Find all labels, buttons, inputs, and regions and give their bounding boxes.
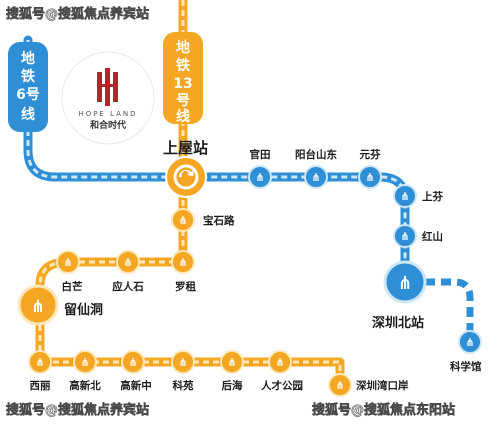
label-shenzhenbei: 深圳北站	[372, 315, 424, 331]
label-gaoxinzhong: 高新中	[120, 379, 152, 392]
watermark-bottom-left: 搜狐号@搜狐焦点养宾站	[6, 402, 149, 418]
station-shenzhenbei-marker[interactable]: ⋔	[383, 260, 427, 304]
station-gaoxinzhong-marker[interactable]	[121, 350, 145, 374]
svg-text:⋔: ⋔	[35, 356, 44, 369]
label-yangtai: 阳台山东	[295, 148, 337, 161]
svg-text:铁: 铁	[176, 57, 190, 74]
svg-text:线: 线	[176, 108, 190, 125]
station-yangtai-marker[interactable]	[304, 165, 328, 189]
label-yuanfen: 元芬	[360, 148, 381, 161]
svg-text:6号: 6号	[16, 87, 40, 103]
svg-text:⋔: ⋔	[227, 356, 236, 369]
station-hongshan-marker[interactable]	[393, 224, 417, 248]
label-liuxiandong: 留仙洞	[64, 302, 103, 318]
station-luozu-marker[interactable]	[171, 250, 195, 274]
station-keyuan-marker[interactable]	[171, 350, 195, 374]
label-baoshilu: 宝石路	[203, 214, 235, 227]
watermark-top-left: 搜狐号@搜狐焦点养宾站	[6, 6, 149, 22]
label-shangwu: 上屋站	[163, 139, 208, 157]
svg-text:⋔: ⋔	[178, 214, 187, 227]
label-wankou: 深圳湾口岸	[356, 379, 409, 392]
svg-text:⋔: ⋔	[255, 171, 264, 184]
line6-badge: 地 铁 6号 线	[8, 42, 48, 132]
svg-text:⋔: ⋔	[465, 336, 474, 349]
watermark-bottom-right: 搜狐号@搜狐焦点东阳站	[312, 402, 455, 418]
svg-text:⋔: ⋔	[178, 356, 187, 369]
label-kexueguan: 科学馆	[450, 360, 482, 373]
svg-text:⋔: ⋔	[275, 356, 284, 369]
station-yingrenshi-marker[interactable]	[116, 250, 140, 274]
station-wankou-marker[interactable]	[328, 373, 352, 397]
svg-text:⋔: ⋔	[80, 356, 89, 369]
svg-text:⋔: ⋔	[63, 256, 72, 269]
station-baoshilu-marker[interactable]	[171, 208, 195, 232]
station-shangfen-marker[interactable]	[393, 184, 417, 208]
svg-text:⋔: ⋔	[365, 171, 374, 184]
logo-brand-en: HOPE LAND	[78, 110, 137, 118]
label-rencai: 人才公园	[261, 379, 303, 392]
svg-text:地: 地	[21, 50, 35, 67]
svg-text:⋔: ⋔	[123, 256, 132, 269]
label-xili: 西丽	[30, 380, 51, 392]
station-shangwu-marker[interactable]	[165, 156, 207, 198]
label-hongshan: 红山	[422, 230, 443, 243]
station-glyphs: ⋔ ⋔ ⋔ ⋔ ⋔ ⋔ ⋔ ⋔ ⋔ ⋔ ⋔ ⋔ ⋔ ⋔ ⋔ ⋔ ⋔	[35, 171, 474, 392]
station-gaoxinbei-marker[interactable]	[73, 350, 97, 374]
station-guantian-marker[interactable]	[248, 165, 272, 189]
station-houhai-marker[interactable]	[220, 350, 244, 374]
label-shangfen: 上芬	[422, 190, 443, 203]
line6-extension	[425, 278, 474, 333]
label-yingrenshi: 应人石	[112, 280, 144, 293]
label-guantian: 官田	[250, 148, 271, 161]
station-rencai-marker[interactable]	[268, 350, 292, 374]
station-liuxiandong-marker[interactable]: ⋔	[17, 284, 59, 326]
label-luozu: 罗租	[175, 280, 196, 293]
svg-text:⋔: ⋔	[31, 297, 45, 317]
station-yuanfen-marker[interactable]	[358, 165, 382, 189]
svg-text:地: 地	[176, 39, 190, 56]
svg-text:⋔: ⋔	[397, 273, 412, 294]
svg-text:⋔: ⋔	[311, 171, 320, 184]
label-baimang: 白芒	[62, 280, 83, 293]
svg-text:13: 13	[173, 76, 192, 92]
label-houhai: 后海	[222, 379, 243, 392]
svg-text:⋔: ⋔	[335, 379, 344, 392]
svg-text:⋔: ⋔	[128, 356, 137, 369]
station-kexueguan-marker[interactable]	[458, 330, 482, 354]
logo-brand-cn: 和合时代	[89, 119, 126, 131]
label-keyuan: 科苑	[173, 379, 194, 392]
svg-text:⋔: ⋔	[400, 230, 409, 243]
svg-text:线: 线	[21, 106, 35, 123]
station-baimang-marker[interactable]	[56, 250, 80, 274]
svg-text:号: 号	[176, 93, 190, 109]
svg-text:⋔: ⋔	[178, 256, 187, 269]
svg-text:⋔: ⋔	[400, 190, 409, 203]
label-gaoxinbei: 高新北	[69, 379, 101, 392]
line13-badge: 地 铁 13 号 线	[163, 32, 203, 125]
hopeland-logo	[61, 51, 155, 145]
station-xili-marker[interactable]	[28, 350, 52, 374]
svg-text:铁: 铁	[21, 68, 35, 85]
